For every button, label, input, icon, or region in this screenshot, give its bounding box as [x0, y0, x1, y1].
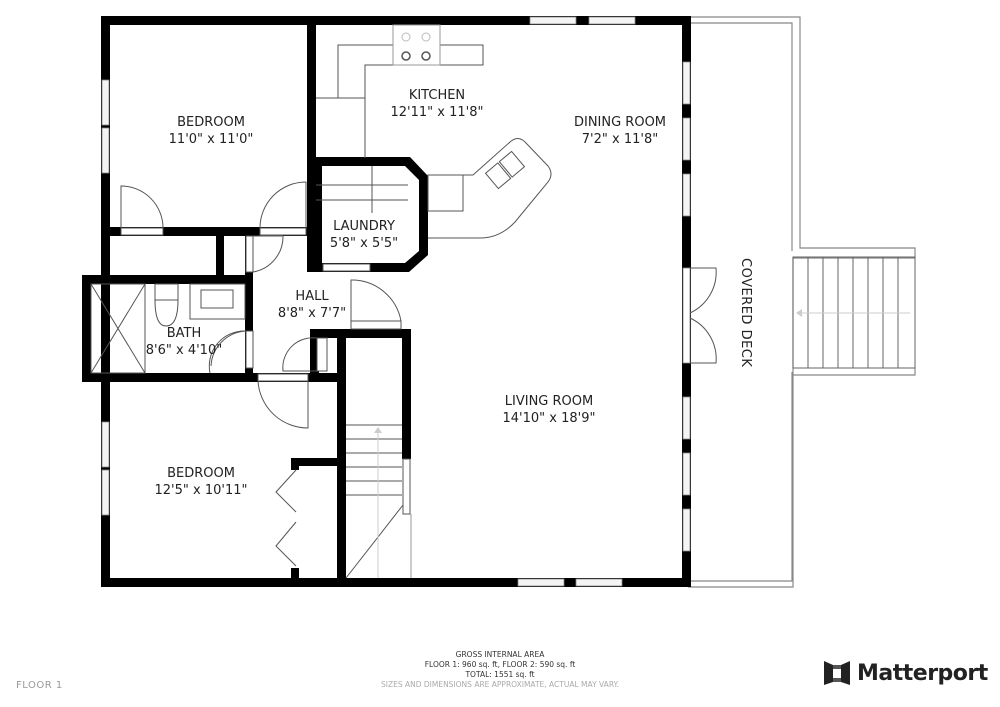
area-disclaimer: SIZES AND DIMENSIONS ARE APPROXIMATE, AC…	[380, 680, 619, 689]
room-name: BATH	[166, 326, 202, 341]
area-floors: FLOOR 1: 960 sq. ft, FLOOR 2: 590 sq. ft	[424, 660, 576, 669]
area-summary: GROSS INTERNAL AREA FLOOR 1: 960 sq. ft,…	[300, 650, 700, 690]
interior-walls	[101, 16, 428, 587]
covered-deck	[688, 16, 916, 588]
room-label-hall: HALL 8'8" x 7'7"	[278, 288, 346, 322]
room-name: KITCHEN	[408, 88, 466, 103]
covered-deck-label: COVERED DECK	[738, 258, 753, 368]
area-heading: GROSS INTERNAL AREA	[455, 650, 545, 659]
room-label-bath: BATH 8'6" x 4'10"	[146, 325, 222, 359]
room-name: HALL	[295, 289, 329, 304]
deck-stairs	[792, 256, 916, 369]
room-dimensions: 8'6" x 4'10"	[145, 343, 223, 358]
floor-label: FLOOR 1	[16, 680, 63, 691]
room-name: DINING ROOM	[573, 115, 667, 130]
bath-fixtures	[90, 283, 246, 374]
room-label-bedroom-1: BEDROOM 11'0" x 11'0"	[169, 114, 254, 148]
room-dimensions: 12'5" x 10'11"	[154, 483, 248, 498]
room-name: BEDROOM	[167, 466, 235, 481]
room-label-living-room: LIVING ROOM 14'10" x 18'9"	[503, 393, 596, 427]
room-label-laundry: LAUNDRY 5'8" x 5'5"	[330, 218, 398, 252]
exterior-walls	[82, 16, 691, 587]
room-name: LAUNDRY	[333, 219, 395, 234]
room-label-bedroom-2: BEDROOM 12'5" x 10'11"	[155, 465, 248, 499]
room-dimensions: 14'10" x 18'9"	[502, 411, 596, 426]
kitchen-fixtures	[316, 24, 552, 239]
room-dimensions: 12'11" x 11'8"	[390, 105, 484, 120]
room-dimensions: 8'8" x 7'7"	[277, 306, 347, 321]
room-label-kitchen: KITCHEN 12'11" x 11'8"	[391, 87, 484, 121]
room-name: LIVING ROOM	[504, 394, 594, 409]
area-total: TOTAL: 1551 sq. ft	[465, 670, 535, 679]
matterport-brand: Matterport	[823, 660, 988, 686]
brand-name: Matterport	[857, 660, 988, 686]
doors	[120, 181, 717, 567]
room-name: BEDROOM	[177, 115, 245, 130]
room-dimensions: 5'8" x 5'5"	[329, 236, 399, 251]
room-dimensions: 7'2" x 11'8"	[581, 132, 659, 147]
interior-stairs	[345, 424, 412, 579]
matterport-logo-icon	[824, 661, 850, 685]
room-label-dining-room: DINING ROOM 7'2" x 11'8"	[574, 114, 666, 148]
room-dimensions: 11'0" x 11'0"	[168, 132, 254, 147]
windows	[101, 16, 691, 587]
